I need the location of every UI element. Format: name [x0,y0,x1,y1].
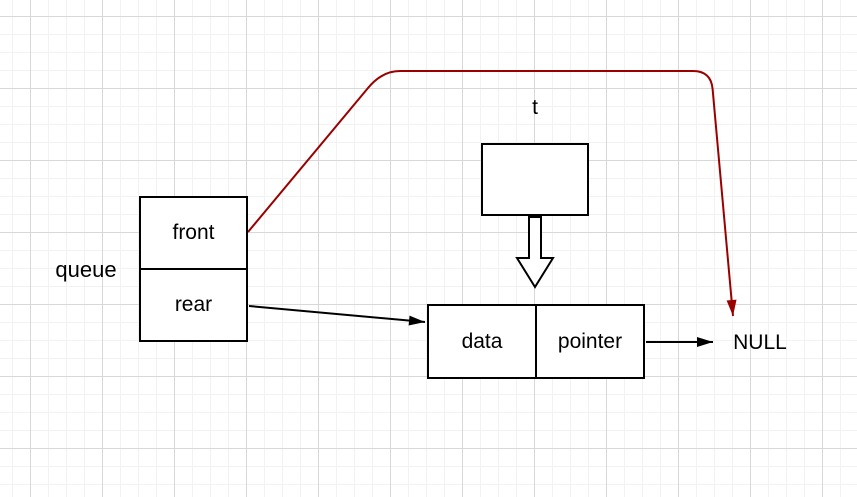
node-data-cell: data [429,306,537,377]
t-down-hollow-arrow-icon [515,216,555,289]
null-label: NULL [733,331,787,354]
node-box: data pointer [427,304,645,379]
queue-front-cell: front [141,198,246,270]
queue-rear-cell: rear [141,270,246,340]
queue-box: front rear [139,196,248,342]
front-to-null-connector [247,70,737,317]
node-pointer-cell: pointer [537,306,643,377]
temp-box [481,143,589,216]
queue-title-label: queue [55,257,117,282]
queue-rear-label: rear [174,293,213,316]
queue-front-label: front [172,221,215,244]
node-data-label: data [461,329,503,353]
rear-to-node-connector [248,305,426,326]
temp-box-label: t [532,96,538,119]
node-pointer-label: pointer [557,329,623,353]
